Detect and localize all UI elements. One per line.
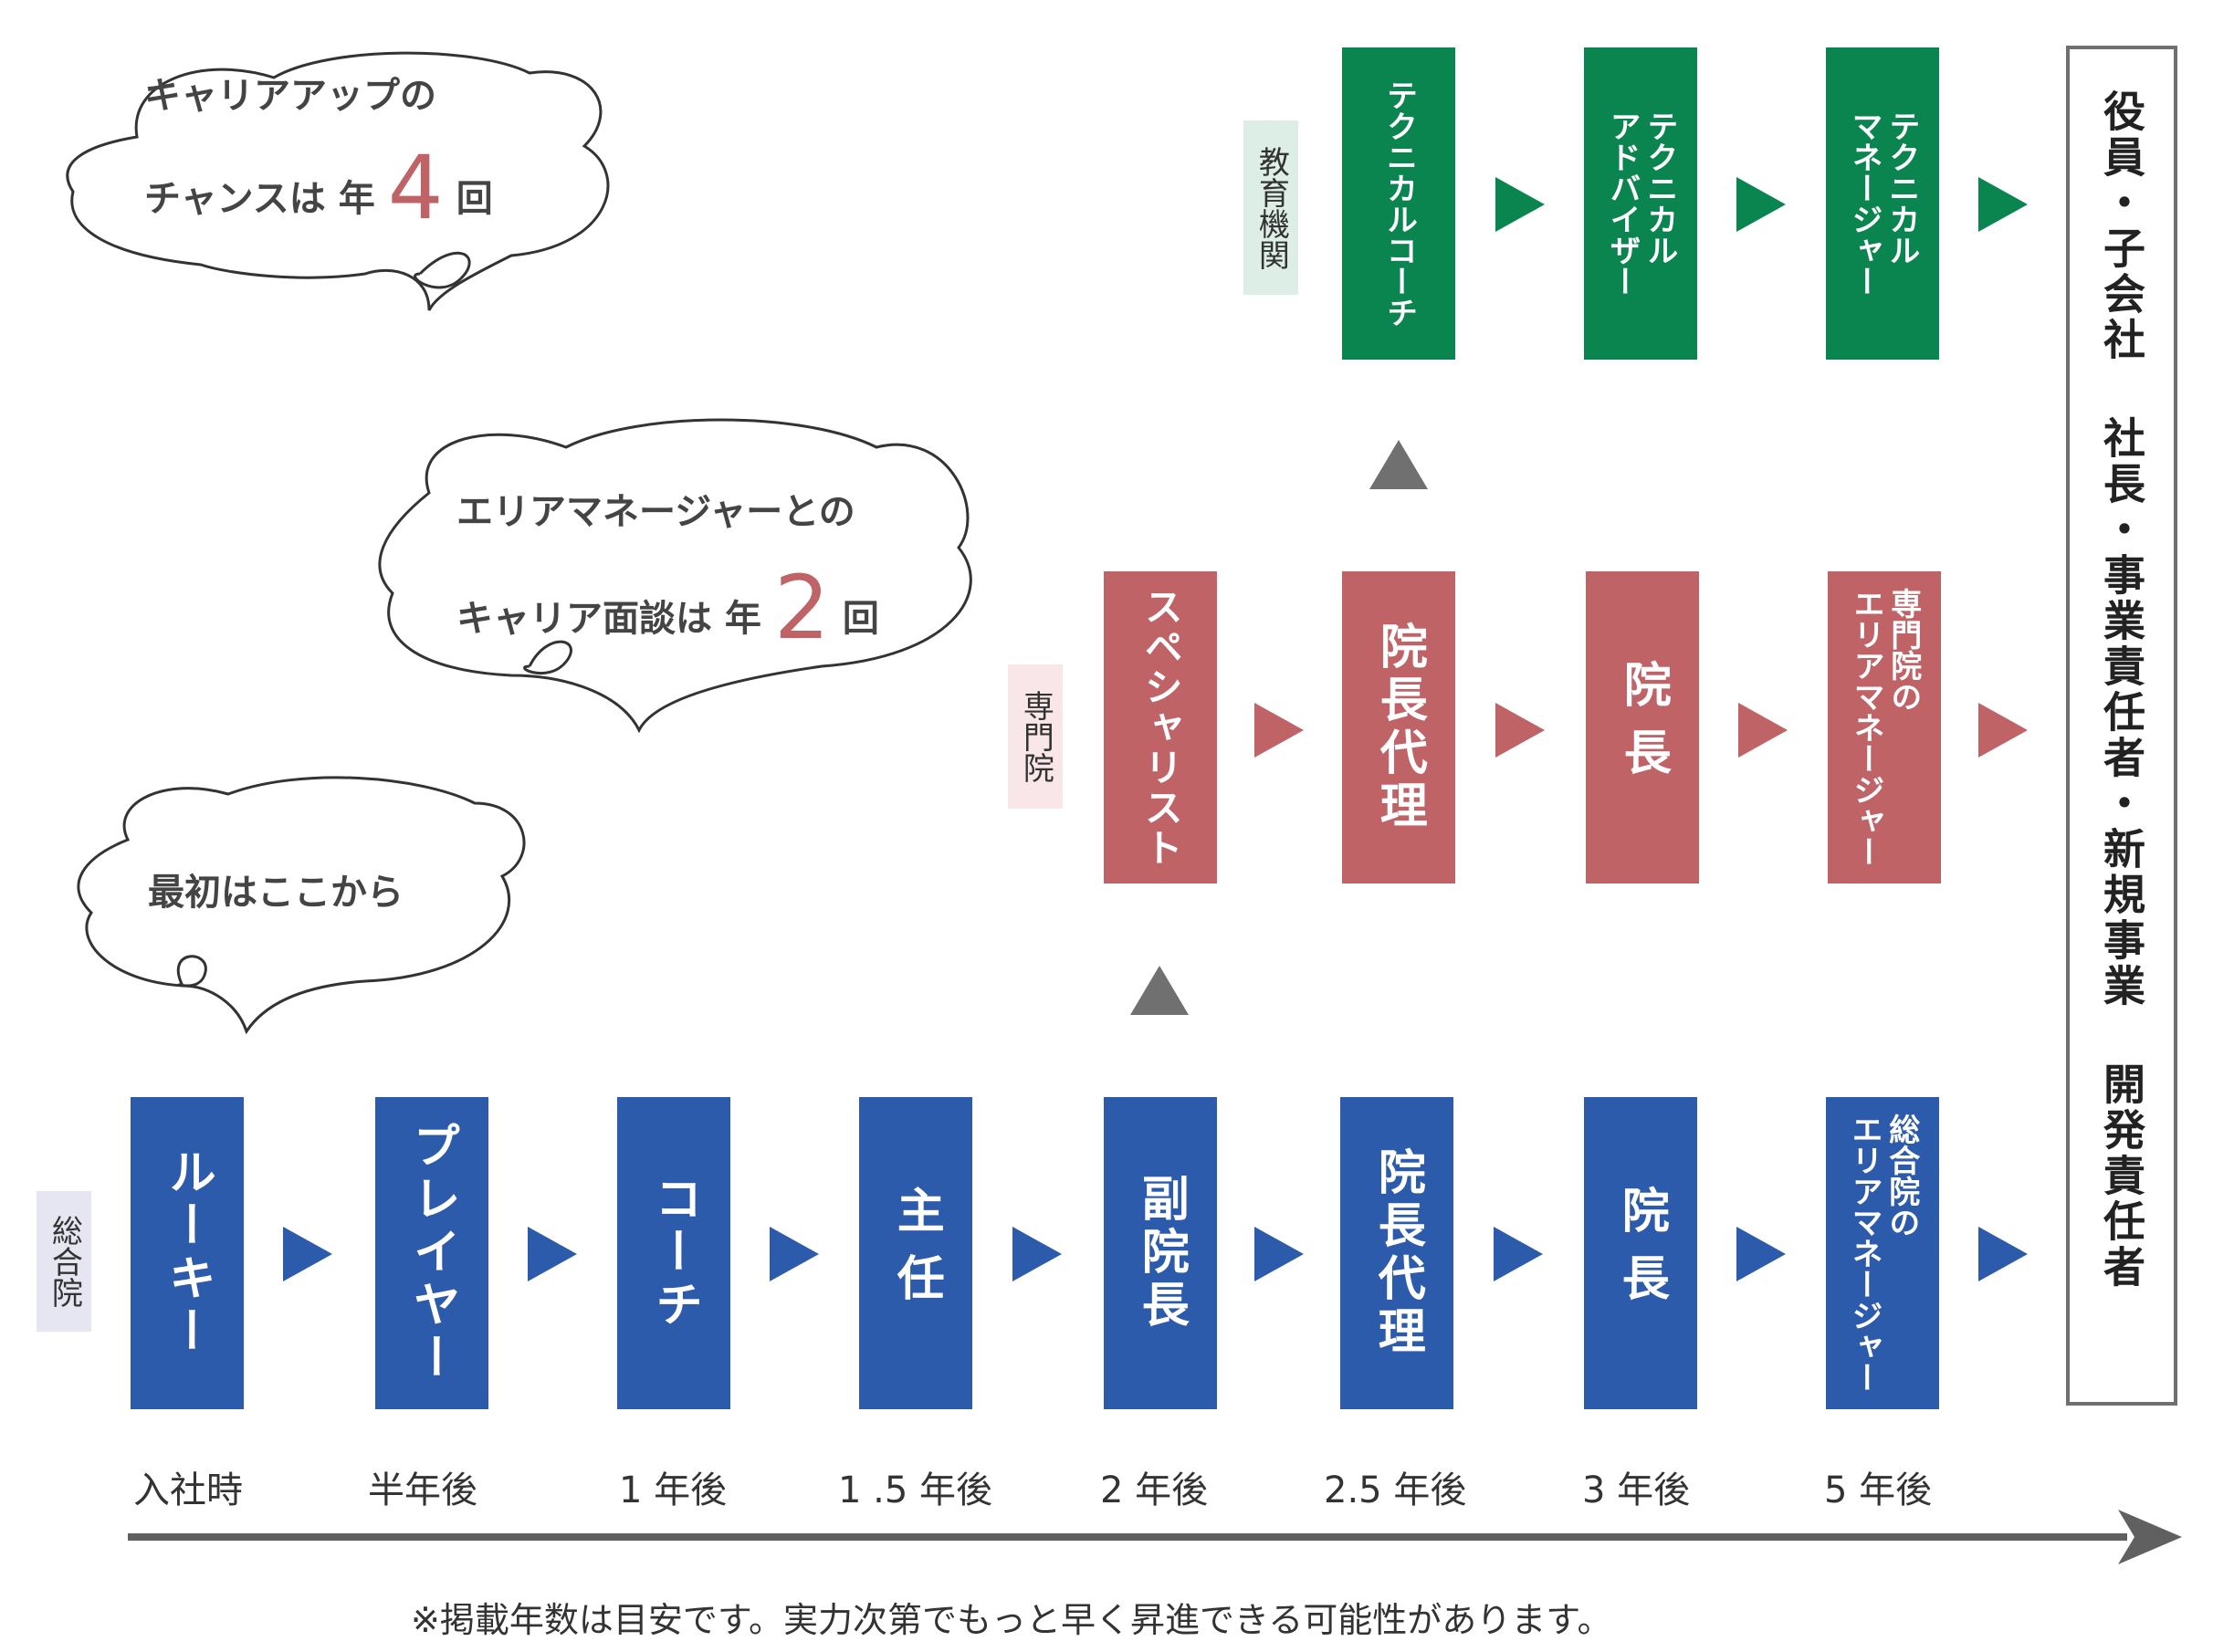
box-player: プレイヤー [375, 1097, 488, 1409]
box-chief: 主任 [859, 1097, 972, 1409]
bubble-2-number: 2 [773, 557, 830, 659]
arrow-general-7 [1736, 1227, 1786, 1281]
timeline-arrow [128, 1510, 2182, 1564]
box-technical-manager-label: テクニカル マネージャー [1846, 110, 1920, 297]
up-arrow-to-specialty [1130, 966, 1189, 1015]
timeline-label-3: 1 .5 年後 [838, 1469, 993, 1511]
bubble-1-text: チャンスは 年 [144, 178, 375, 220]
box-specialist-label: スペシャリスト [1138, 587, 1184, 868]
arrow-specialty-2 [1495, 703, 1545, 758]
box-chief-label: 主任 [888, 1186, 944, 1321]
box-technical-coach: テクニカルコーチ [1342, 47, 1455, 360]
box-acting-director-specialty: 院長代理 [1342, 571, 1455, 884]
box-vice-director-label: 副院長 [1133, 1174, 1189, 1333]
box-area-manager-general: 総合院の エリアマネージャー [1826, 1097, 1939, 1409]
timeline-label-1: 半年後 [368, 1469, 477, 1511]
timeline-label-4: 2 年後 [1100, 1469, 1209, 1511]
bubble-3-line-1: 最初はここから [148, 872, 404, 914]
bubble-2-line-2: キャリア面談は 年 2 回 [456, 557, 879, 659]
box-technical-coach-label: テクニカルコーチ [1380, 79, 1418, 328]
timeline-label-2: 1 年後 [619, 1469, 728, 1511]
bubble-1-line-2: チャンスは 年 4 回 [144, 137, 493, 239]
goal-text: 役員・子会社 社長・事業責任者・新規事業 開発責任者 [2097, 89, 2146, 1291]
box-technical-manager: テクニカル マネージャー [1826, 47, 1939, 360]
timeline-label-6: 3 年後 [1582, 1469, 1691, 1511]
bubble-1-unit: 回 [456, 178, 493, 220]
arrow-education-2 [1736, 177, 1786, 232]
box-area-manager-specialty: 専門院の エリアマネージャー [1828, 571, 1941, 884]
category-education: 教育機関 [1243, 120, 1298, 295]
arrow-general-2 [528, 1227, 577, 1281]
arrow-specialty-4 [1978, 703, 2028, 758]
arrow-specialty-3 [1738, 703, 1788, 758]
box-coach-label: コーチ [646, 1174, 702, 1333]
arrow-education-3 [1978, 177, 2028, 232]
box-acting-director-specialty-label: 院長代理 [1371, 622, 1427, 833]
arrow-general-5 [1254, 1227, 1304, 1281]
up-arrow-to-education [1369, 440, 1428, 489]
box-director-specialty-label: 院長 [1615, 660, 1671, 795]
box-coach: コーチ [617, 1097, 730, 1409]
arrow-general-8 [1978, 1227, 2028, 1281]
box-acting-director-general: 院長代理 [1340, 1097, 1453, 1409]
box-technical-advisor-label: テクニカル アドバイザー [1604, 110, 1678, 297]
bubble-2-unit: 回 [842, 598, 879, 640]
box-acting-director-general-label: 院長代理 [1369, 1147, 1425, 1359]
bubble-2-text: キャリア面談は 年 [456, 598, 761, 640]
arrow-general-3 [770, 1227, 819, 1281]
arrow-specialty-1 [1254, 703, 1304, 758]
box-rookie-label: ルーキー [160, 1147, 215, 1359]
bubble-1-number: 4 [387, 137, 444, 239]
category-specialty: 専門院 [1008, 664, 1063, 809]
box-director-specialty: 院長 [1586, 571, 1699, 884]
arrow-general-6 [1494, 1227, 1543, 1281]
goal-box: 役員・子会社 社長・事業責任者・新規事業 開発責任者 [2066, 46, 2177, 1406]
box-specialist: スペシャリスト [1104, 571, 1217, 884]
arrow-general-1 [283, 1227, 332, 1281]
timeline-label-0: 入社時 [133, 1469, 243, 1511]
arrow-general-4 [1012, 1227, 1062, 1281]
timeline-label-5: 2.5 年後 [1324, 1469, 1467, 1511]
arrow-education-1 [1495, 177, 1545, 232]
box-area-manager-specialty-label: 専門院の エリアマネージャー [1848, 588, 1922, 867]
footnote: ※掲載年数は目安です。実力次第でもっと早く昇進できる可能性があります。 [411, 1600, 1612, 1640]
box-area-manager-general-label: 総合院の エリアマネージャー [1846, 1114, 1920, 1393]
category-general: 総合院 [37, 1191, 91, 1332]
timeline-label-7: 5 年後 [1824, 1469, 1933, 1511]
box-technical-advisor: テクニカル アドバイザー [1584, 47, 1697, 360]
box-director-general-label: 院長 [1613, 1186, 1669, 1321]
bubble-2-line-1: エリアマネージャーとの [456, 491, 855, 533]
bubble-1-line-1: キャリアアップの [144, 75, 436, 117]
box-director-general: 院長 [1584, 1097, 1697, 1409]
box-rookie: ルーキー [131, 1097, 244, 1409]
box-vice-director: 副院長 [1104, 1097, 1217, 1409]
box-player-label: プレイヤー [404, 1121, 460, 1385]
